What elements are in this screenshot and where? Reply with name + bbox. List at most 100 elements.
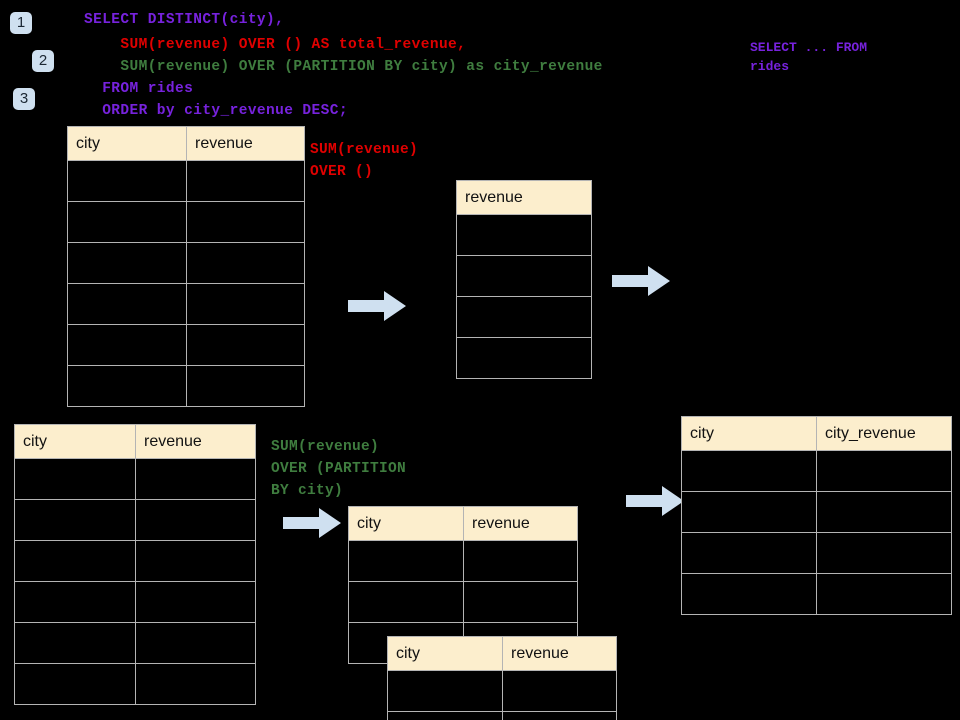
table-rides-source-top: city revenue <box>67 126 305 407</box>
cell-city <box>681 573 817 615</box>
table-row <box>456 337 592 379</box>
arrow-partition-to-final <box>626 486 684 516</box>
arrow-total-to-final <box>612 266 670 296</box>
table-header-row: city revenue <box>348 506 578 541</box>
step-badge-2: 2 <box>32 50 54 72</box>
cell-revenue <box>502 711 617 720</box>
cell-revenue <box>186 201 305 243</box>
column-header-city-revenue: city_revenue <box>816 416 952 451</box>
cell-city <box>67 242 187 284</box>
cell-revenue <box>186 324 305 366</box>
table-rides-source-bottom: city revenue <box>14 424 256 705</box>
cell-revenue <box>456 296 592 338</box>
cell-city <box>681 491 817 533</box>
code-line-3: SUM(revenue) OVER (PARTITION BY city) as… <box>84 59 603 75</box>
cell-revenue <box>186 283 305 325</box>
table-header-row: city city_revenue <box>681 416 952 451</box>
table-row <box>681 450 952 492</box>
table-row <box>14 663 256 705</box>
annotation-select-from: SELECT ... FROM rides <box>750 40 868 74</box>
cell-city <box>14 581 136 623</box>
cell-revenue <box>135 458 256 500</box>
column-header-revenue: revenue <box>502 636 617 671</box>
cell-city <box>67 365 187 407</box>
column-header-revenue: revenue <box>463 506 578 541</box>
cell-city <box>14 499 136 541</box>
table-header-row: city revenue <box>14 424 256 459</box>
table-row <box>348 581 578 623</box>
cell-city <box>387 711 503 720</box>
column-header-city: city <box>14 424 136 459</box>
cell-city <box>67 201 187 243</box>
cell-city <box>14 622 136 664</box>
table-row <box>67 324 305 366</box>
table-row <box>14 540 256 582</box>
table-row <box>14 622 256 664</box>
cell-revenue <box>135 499 256 541</box>
annotation-sum-over-partition: SUM(revenue) OVER (PARTITION BY city) <box>271 439 407 499</box>
table-row <box>14 581 256 623</box>
table-row <box>681 532 952 574</box>
table-row <box>387 670 617 712</box>
cell-revenue <box>502 670 617 712</box>
column-header-city: city <box>67 126 187 161</box>
arrow-source-to-total <box>348 291 406 321</box>
table-row <box>387 711 617 720</box>
table-final-result: city city_revenue <box>681 416 952 615</box>
cell-revenue <box>135 622 256 664</box>
cell-revenue <box>456 214 592 256</box>
cell-city-revenue <box>816 532 952 574</box>
cell-city <box>14 540 136 582</box>
code-line-1: SELECT DISTINCT(city), <box>84 12 285 28</box>
table-header-row: revenue <box>456 180 592 215</box>
cell-revenue <box>463 540 578 582</box>
cell-city <box>67 324 187 366</box>
table-row <box>681 573 952 615</box>
cell-city <box>14 663 136 705</box>
cell-revenue <box>456 255 592 297</box>
table-row <box>67 160 305 202</box>
table-row <box>456 296 592 338</box>
table-total-revenue: revenue <box>456 180 592 379</box>
cell-city <box>348 540 464 582</box>
step-badge-1: 1 <box>10 12 32 34</box>
cell-city <box>681 532 817 574</box>
table-row <box>681 491 952 533</box>
code-line-4: FROM rides <box>84 81 194 97</box>
cell-revenue <box>186 365 305 407</box>
table-row <box>14 458 256 500</box>
table-row <box>67 242 305 284</box>
cell-revenue <box>135 581 256 623</box>
code-line-5: ORDER by city_revenue DESC; <box>84 103 348 119</box>
cell-revenue <box>456 337 592 379</box>
column-header-revenue: revenue <box>456 180 592 215</box>
cell-city-revenue <box>816 450 952 492</box>
annotation-sum-over-empty: SUM(revenue) OVER () <box>310 142 419 180</box>
table-header-row: city revenue <box>387 636 617 671</box>
table-row <box>348 540 578 582</box>
table-row <box>67 201 305 243</box>
column-header-revenue: revenue <box>186 126 305 161</box>
table-row <box>67 365 305 407</box>
cell-city <box>387 670 503 712</box>
column-header-city: city <box>681 416 817 451</box>
table-header-row: city revenue <box>67 126 305 161</box>
cell-city <box>67 160 187 202</box>
cell-revenue <box>135 663 256 705</box>
cell-revenue <box>186 242 305 284</box>
arrow-source-to-partition <box>283 508 341 538</box>
table-row <box>14 499 256 541</box>
column-header-city: city <box>387 636 503 671</box>
cell-city <box>67 283 187 325</box>
cell-revenue <box>186 160 305 202</box>
cell-city-revenue <box>816 573 952 615</box>
table-partition-group-b: city revenue <box>387 636 617 720</box>
column-header-city: city <box>348 506 464 541</box>
column-header-revenue: revenue <box>135 424 256 459</box>
cell-city <box>681 450 817 492</box>
cell-revenue <box>135 540 256 582</box>
cell-city <box>14 458 136 500</box>
table-row <box>456 255 592 297</box>
code-line-2: SUM(revenue) OVER () AS total_revenue, <box>84 37 467 53</box>
